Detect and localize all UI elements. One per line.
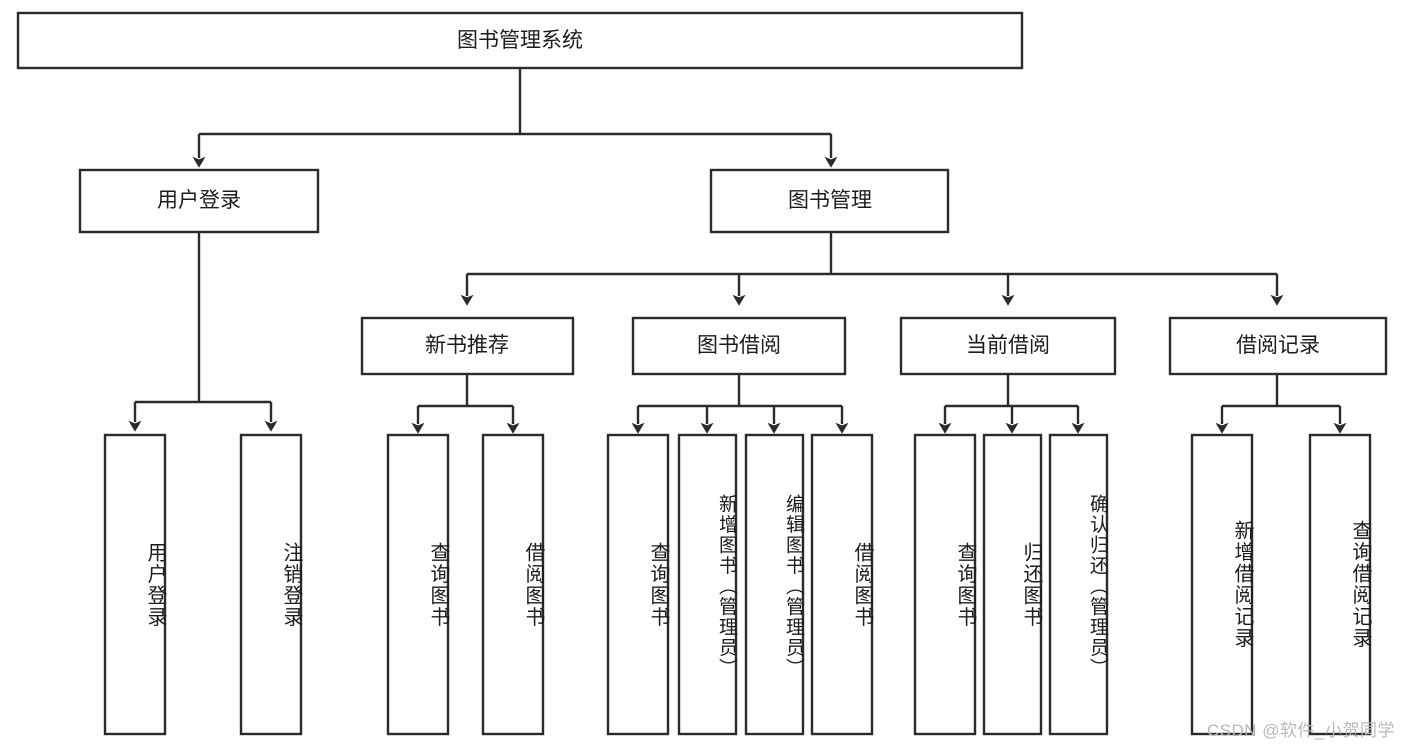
label-root: 图书管理系统 xyxy=(457,29,583,52)
node-new-book-rec[interactable] xyxy=(360,316,575,376)
node-leaf-add-record[interactable] xyxy=(1190,433,1254,736)
connector-group-borrow-record xyxy=(1215,374,1347,434)
node-leaf-logout[interactable] xyxy=(239,433,303,736)
node-leaf-confirm-return[interactable] xyxy=(1048,433,1109,736)
node-leaf-query-book-1[interactable] xyxy=(386,433,450,736)
node-book-borrow[interactable] xyxy=(631,316,847,376)
connector-group-user-login xyxy=(128,232,278,432)
node-leaf-borrow-book-1[interactable] xyxy=(481,433,545,736)
connector-group-book-borrow xyxy=(631,374,849,434)
node-root[interactable] xyxy=(16,11,1024,70)
node-borrow-record[interactable] xyxy=(1168,316,1388,376)
label-borrow-record: 借阅记录 xyxy=(1236,334,1320,357)
node-leaf-edit-book[interactable] xyxy=(744,433,805,736)
label-book-manage: 图书管理 xyxy=(788,189,872,212)
connector-group-root xyxy=(192,68,838,168)
node-leaf-query-record[interactable] xyxy=(1308,433,1372,736)
node-leaf-return-book[interactable] xyxy=(982,433,1043,736)
connector-group-current-borrow xyxy=(938,374,1085,434)
node-leaf-user-login[interactable] xyxy=(103,433,167,736)
connector-group-book-manage xyxy=(460,232,1284,306)
watermark-text: CSDN @软件_小贺同学 xyxy=(1206,721,1395,740)
connector-group-new-book-rec xyxy=(411,374,520,434)
node-current-borrow[interactable] xyxy=(899,316,1117,376)
node-book-manage[interactable] xyxy=(709,168,950,234)
node-leaf-add-book[interactable] xyxy=(677,433,738,736)
node-leaf-query-book-3[interactable] xyxy=(913,433,977,736)
label-current-borrow: 当前借阅 xyxy=(966,334,1050,357)
node-user-login[interactable] xyxy=(78,168,320,234)
label-new-book-rec: 新书推荐 xyxy=(425,334,509,357)
label-user-login: 用户登录 xyxy=(157,189,241,212)
label-book-borrow: 图书借阅 xyxy=(697,334,781,357)
node-leaf-query-book-2[interactable] xyxy=(606,433,670,736)
node-leaf-borrow-book-2[interactable] xyxy=(810,433,874,736)
